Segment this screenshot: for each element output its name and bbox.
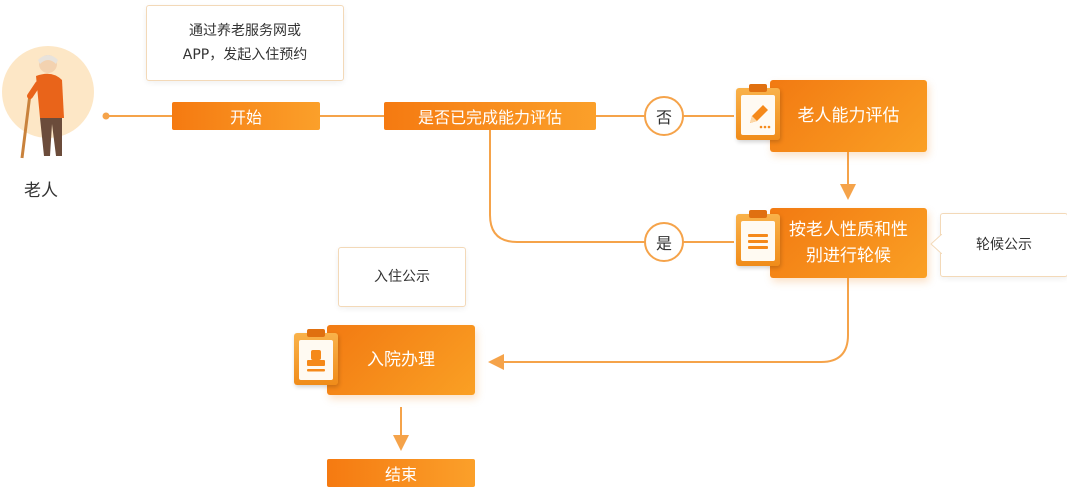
queue-notice-pointer	[930, 234, 942, 254]
line-queue-admission	[488, 278, 849, 370]
assessed-question-node[interactable]: 是否已完成能力评估	[384, 102, 596, 130]
elderly-avatar	[0, 44, 96, 164]
queue-clipboard	[736, 210, 780, 266]
admission-node[interactable]: 入院办理	[327, 325, 475, 395]
booking-note: 通过养老服务网或APP，发起入住预约	[146, 5, 344, 81]
assessment-clipboard	[736, 84, 780, 140]
elderly-person-icon	[2, 46, 94, 159]
admission-label: 入院办理	[367, 350, 435, 370]
branch-no: 否	[644, 96, 684, 136]
queue-notice-note: 轮候公示	[940, 213, 1067, 277]
start-node[interactable]: 开始	[172, 102, 320, 130]
queue-label: 按老人性质和性别进行轮候	[789, 220, 908, 266]
booking-note-text: 通过养老服务网或APP，发起入住预约	[182, 23, 308, 63]
branch-yes: 是	[644, 222, 684, 262]
actor-label: 老人	[24, 181, 58, 201]
assessment-node[interactable]: 老人能力评估	[770, 80, 927, 152]
list-icon	[748, 234, 768, 249]
assessment-label: 老人能力评估	[797, 106, 900, 126]
queue-notice-text: 轮候公示	[976, 237, 1032, 253]
admission-notice-text: 入住公示	[374, 269, 430, 285]
admission-clipboard	[294, 329, 338, 385]
queue-node[interactable]: 按老人性质和性别进行轮候	[770, 208, 927, 278]
admission-notice-note: 入住公示	[338, 247, 466, 307]
stamp-icon	[307, 350, 325, 372]
pencil-icon	[750, 105, 771, 129]
end-node[interactable]: 结束	[327, 459, 475, 487]
line-yes-branch	[489, 130, 734, 243]
